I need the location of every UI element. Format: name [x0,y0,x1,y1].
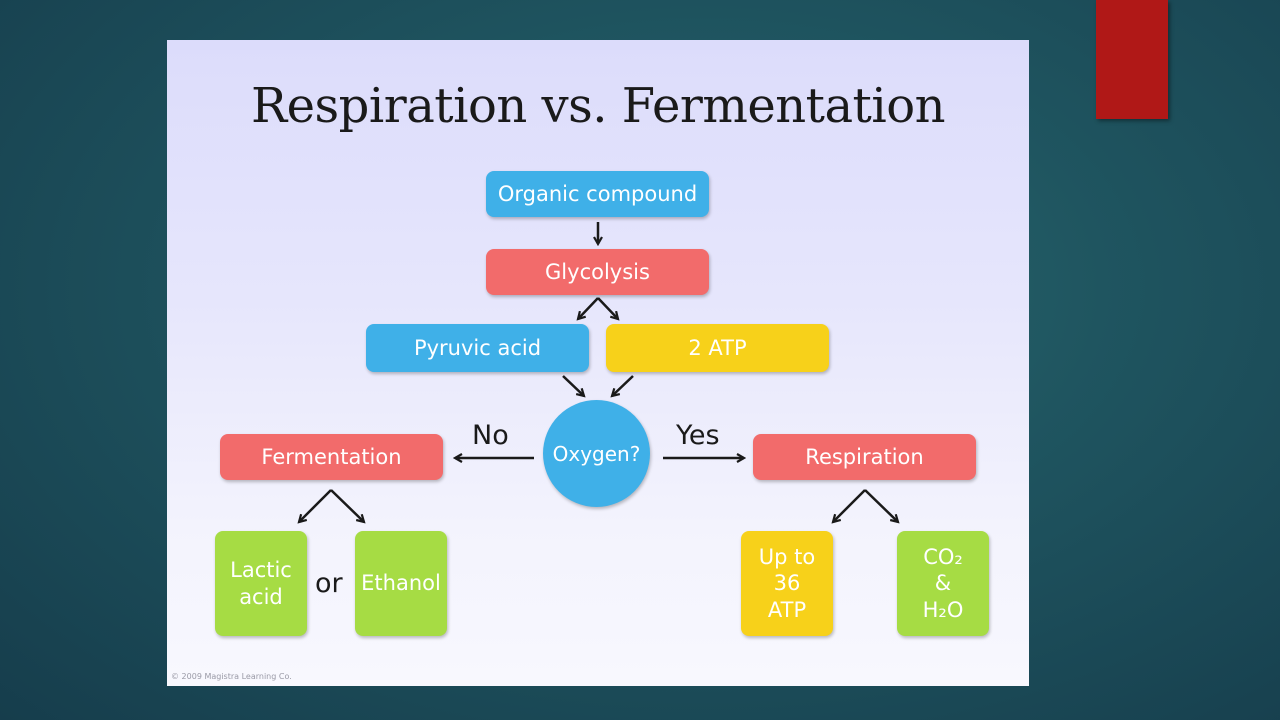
label-yes: Yes [676,420,720,451]
arrow-fermentation-to-lactic [299,489,332,522]
node-oxygen-decision: Oxygen? [543,400,650,507]
node-glycolysis: Glycolysis [486,249,709,295]
label-or: or [315,568,343,599]
node-co2-h2o: CO₂ & H₂O [897,531,989,636]
diagram-image: Respiration vs. Fermentation Organic com… [167,40,1029,686]
diagram-title: Respiration vs. Fermentation [250,78,946,134]
arrow-respiration-to-co2 [864,489,898,522]
node-fermentation: Fermentation [220,434,443,480]
node-pyruvic-acid: Pyruvic acid [366,324,589,372]
arrow-respiration-to-atp36 [833,489,866,522]
red-accent-tab [1096,0,1168,119]
arrow-atp-to-oxygen [612,375,634,396]
arrow-glycolysis-to-atp [597,297,618,319]
node-up-to-36-atp: Up to 36 ATP [741,531,833,636]
arrows-layer [167,222,1029,686]
node-organic-compound: Organic compound [486,171,709,217]
node-respiration: Respiration [753,434,976,480]
arrow-pyruvic-to-oxygen [562,375,584,396]
node-lactic-acid: Lactic acid [215,531,307,636]
label-no: No [472,420,509,451]
arrow-glycolysis-to-pyruvic [578,297,599,319]
arrow-fermentation-to-ethanol [330,489,364,522]
node-2-atp: 2 ATP [606,324,829,372]
copyright-text: © 2009 Magistra Learning Co. [171,672,292,681]
node-ethanol: Ethanol [355,531,447,636]
